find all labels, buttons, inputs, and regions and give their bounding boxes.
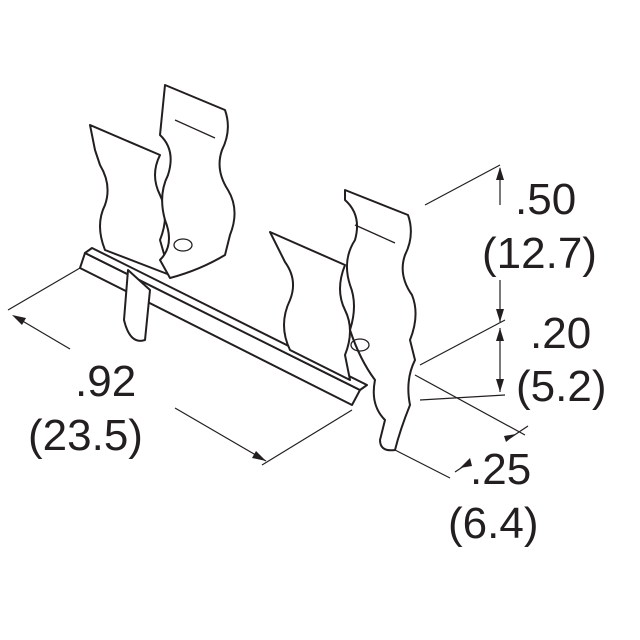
- right-clip-hole: [350, 338, 370, 352]
- right-clip-back: [269, 231, 351, 381]
- right-clip-front: [344, 189, 417, 452]
- width-dimension-lines: [394, 374, 529, 479]
- left-clip-rib: [174, 119, 216, 139]
- left-clip-hole: [173, 238, 193, 252]
- length-dimension-lines: [7, 267, 353, 466]
- height-upper-mm-label: (12.7): [482, 229, 597, 278]
- height-lower-mm-label: (5.2): [516, 362, 607, 411]
- length-inch-label: .92: [75, 357, 137, 406]
- right-clip-rib: [354, 224, 396, 244]
- height-lower-inch-label: .20: [530, 309, 592, 358]
- length-mm-label: (23.5): [28, 411, 143, 460]
- left-solder-tab: [123, 269, 151, 342]
- width-mm-label: (6.4): [448, 499, 539, 548]
- height-upper-inch-label: .50: [515, 175, 577, 224]
- height-dimension-lines: [419, 164, 506, 401]
- width-inch-label: .25: [470, 445, 532, 494]
- left-clip-back: [89, 124, 171, 276]
- left-clip-front: [159, 84, 236, 279]
